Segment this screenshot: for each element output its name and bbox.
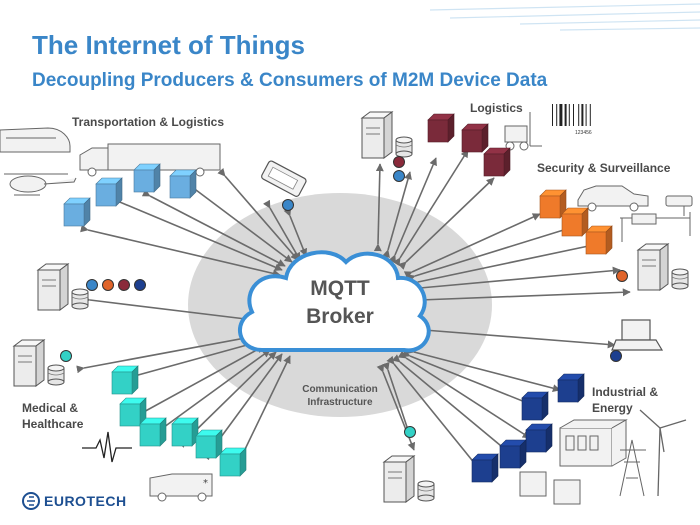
- device-cube-3: [169, 169, 197, 199]
- car-icon: [577, 185, 649, 212]
- server-icon-2: [636, 243, 689, 291]
- page-title: The Internet of Things: [32, 30, 305, 60]
- laptop-icon: [611, 319, 664, 351]
- label-logistics: Logistics: [470, 101, 523, 115]
- device-cube-14: [195, 429, 223, 459]
- status-dot-2: [118, 279, 130, 291]
- label-industrial: Industrial & Energy: [592, 385, 659, 415]
- device-cube-9: [585, 225, 613, 255]
- eurotech-logo-icon: [22, 492, 40, 510]
- arrow-15: [412, 266, 621, 293]
- server-icon-0: [360, 111, 413, 159]
- server-icon-1: [36, 263, 89, 311]
- barcode-number: 123456: [575, 130, 592, 136]
- device-cube-19: [499, 439, 527, 469]
- status-dot-3: [134, 279, 146, 291]
- status-dot-9: [60, 350, 72, 362]
- device-cube-11: [119, 397, 147, 427]
- gauge-meter-icon: [519, 471, 581, 505]
- server-icon-4: [382, 455, 435, 503]
- status-dot-5: [393, 170, 405, 182]
- gate-sensor-icon: [620, 212, 691, 242]
- device-cubes: [63, 113, 613, 483]
- page-subtitle: Decoupling Producers & Consumers of M2M …: [32, 70, 548, 91]
- industrial-machine-icon: [559, 419, 628, 467]
- label-medical: Medical & Healthcare: [22, 401, 84, 431]
- device-cube-0: [63, 197, 91, 227]
- device-cube-8: [561, 207, 589, 237]
- arrow-17: [82, 295, 255, 324]
- device-cube-16: [557, 373, 585, 403]
- device-cube-17: [521, 391, 549, 421]
- arrow-7: [373, 163, 384, 252]
- label-security: Security & Surveillance: [537, 161, 671, 175]
- device-cube-1: [95, 177, 123, 207]
- device-cube-7: [539, 189, 567, 219]
- wind-turbine-icon: [639, 409, 687, 497]
- helicopter-icon: [4, 173, 77, 196]
- arrow-6: [283, 207, 308, 257]
- device-cube-18: [525, 423, 553, 453]
- device-cube-2: [133, 163, 161, 193]
- status-dot-0: [86, 279, 98, 291]
- barcode-icon: [552, 104, 591, 126]
- status-dot-6: [282, 199, 294, 211]
- status-dot-7: [616, 270, 628, 282]
- device-cube-6: [483, 147, 511, 177]
- logo-text: EUROTECH: [44, 493, 127, 509]
- status-dot-1: [102, 279, 114, 291]
- device-cube-13: [171, 417, 199, 447]
- arrow-25: [416, 325, 616, 349]
- train-icon: [0, 127, 71, 153]
- infrastructure-label: Communication Infrastructure: [302, 384, 378, 408]
- device-cube-4: [427, 113, 455, 143]
- eurotech-logo: EUROTECH: [22, 490, 127, 512]
- ambulance-icon: *: [149, 473, 213, 502]
- status-dot-10: [404, 426, 416, 438]
- server-icon-3: [12, 339, 65, 387]
- heartbeat-icon: [82, 431, 132, 463]
- servers: [12, 111, 689, 503]
- camera-icon: [665, 195, 693, 216]
- broker-cloud: [238, 250, 431, 353]
- status-dot-4: [393, 156, 405, 168]
- truck-icon: [79, 143, 221, 177]
- decorative-lines: [429, 3, 700, 31]
- arrow-16: [412, 288, 631, 305]
- device-cube-12: [139, 417, 167, 447]
- label-transportation: Transportation & Logistics: [72, 115, 225, 129]
- device-cube-5: [461, 123, 489, 153]
- device-cube-10: [111, 365, 139, 395]
- tracker-device-icon: [261, 160, 307, 197]
- power-pylon-icon: [619, 439, 646, 497]
- device-cube-15: [219, 447, 247, 477]
- broker-label: MQTT Broker: [306, 277, 374, 328]
- device-cube-20: [471, 453, 499, 483]
- svg-text:*: *: [203, 478, 208, 489]
- status-dots: [60, 156, 628, 438]
- status-dot-8: [610, 350, 622, 362]
- forklift-icon: [504, 112, 542, 151]
